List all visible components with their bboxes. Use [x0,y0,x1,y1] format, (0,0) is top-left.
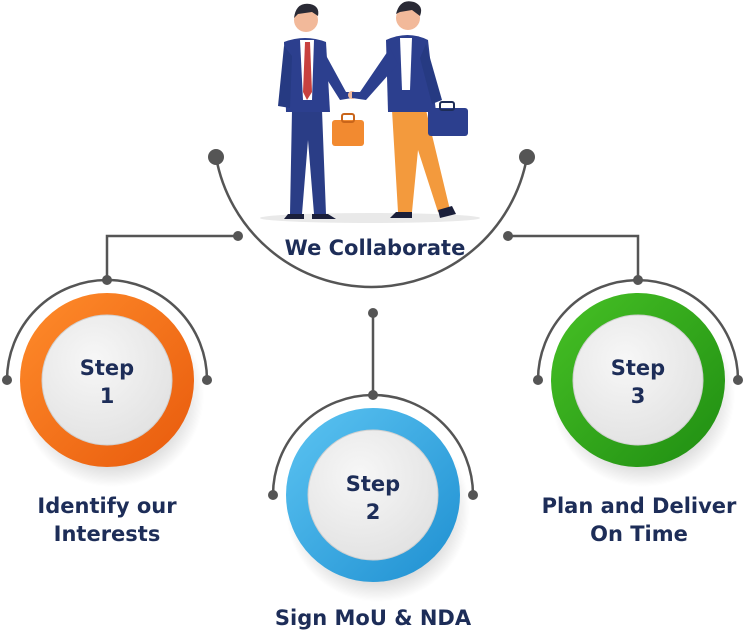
step3-caption-line1: Plan and Deliver [541,494,737,518]
step3-right-dot [733,375,743,385]
step1-caption: Identify our Interests [0,492,214,548]
step2-right-dot [468,490,478,500]
step1-left-dot [2,375,12,385]
connector-dots [2,149,743,500]
step2-caption: Sign MoU & NDA [235,604,511,632]
hub-junction-left [233,231,243,241]
step1-caption-line1: Identify our [37,494,177,518]
step2-title: Step [345,472,401,496]
business-handshake-illustration [260,1,480,223]
step1-right-dot [202,375,212,385]
hub-arc [214,156,529,289]
step2-circle [286,408,470,602]
step3-caption: Plan and Deliver On Time [528,492,750,548]
step3-inner-disc [572,314,704,446]
step3-title: Step [610,356,666,380]
step1-inner-disc [41,314,173,446]
step2-number: 2 [365,500,381,524]
step2-inner-disc [307,429,439,561]
step2-left-dot [268,490,278,500]
hub-arc-end-left [208,149,224,165]
step2-top-dot [368,390,378,400]
connector-step1 [105,234,238,278]
step1-title: Step [79,356,135,380]
hub-label: We Collaborate [284,236,466,260]
step1-circle [20,293,204,487]
left-businessman-icon [278,3,364,219]
hub-junction-bottom [368,308,378,318]
step1-number: 1 [99,384,115,408]
step3-caption-line2: On Time [590,522,688,546]
step3-top-dot [633,275,643,285]
step1-caption-line2: Interests [53,522,161,546]
step3-circle [551,293,735,487]
step2-caption-line1: Sign MoU & NDA [274,606,472,630]
hub-arc-end-right [519,149,535,165]
step1-top-dot [102,275,112,285]
connector-step3 [508,234,640,278]
step3-left-dot [533,375,543,385]
right-businessman-icon [352,1,468,218]
hub-junction-right [503,231,513,241]
step3-number: 3 [630,384,646,408]
